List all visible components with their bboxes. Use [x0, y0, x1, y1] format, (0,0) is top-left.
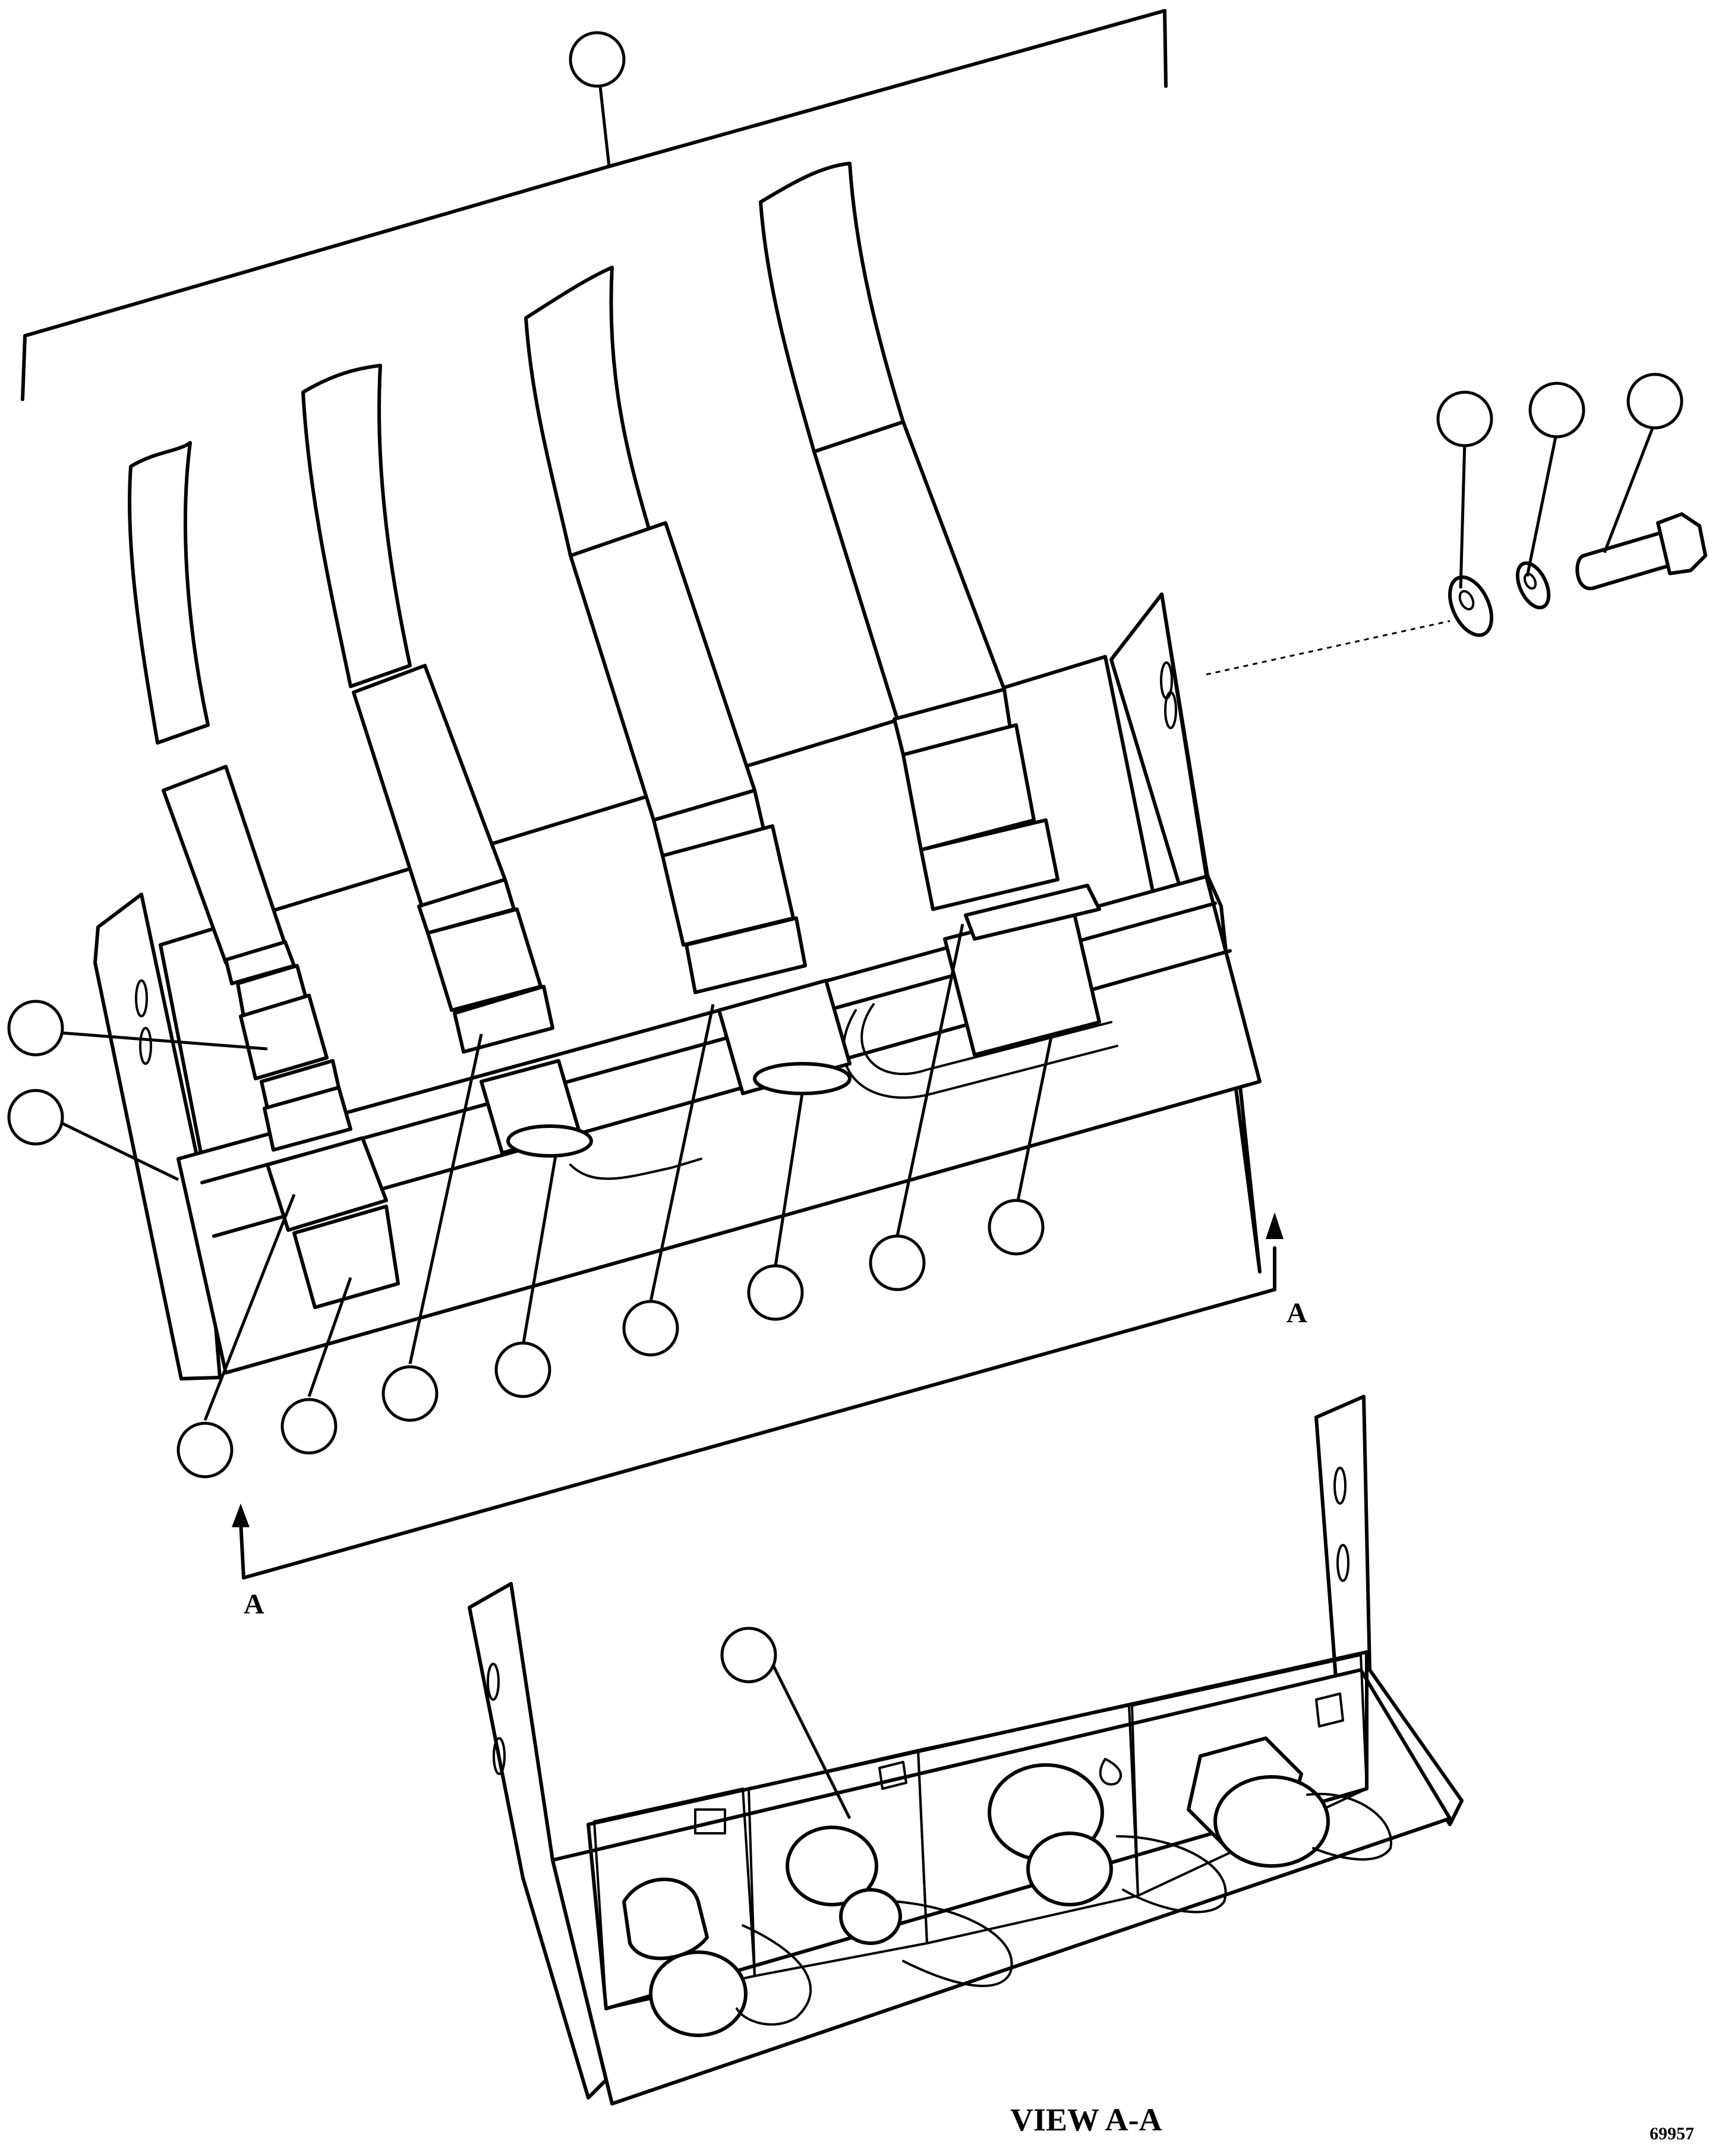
callout-circle-9: [381, 1365, 439, 1422]
callout-circle-1: [569, 31, 626, 88]
washer-1: [1448, 575, 1493, 637]
view-title: VIEW A-A: [1010, 2102, 1162, 2138]
view-a-a-bracket: [468, 1395, 1464, 2105]
callout-leaders: [58, 421, 1657, 1820]
callout-circle-10: [494, 1341, 551, 1398]
hose-4: [759, 162, 1060, 911]
section-label-end: A: [244, 1588, 264, 1620]
callout-circle-7: [176, 1421, 234, 1479]
callout-circle-11: [622, 1300, 679, 1357]
section-label-start: A: [1287, 1297, 1307, 1329]
hose-2: [301, 364, 554, 1054]
callout-circle-13: [869, 1234, 926, 1291]
hose-3: [524, 266, 807, 994]
callout-circle-3: [1528, 382, 1585, 439]
callout-circle-15: [720, 1627, 777, 1684]
hose-assembly-bracket: [21, 9, 1168, 401]
callout-circle-2: [1436, 390, 1493, 447]
callout-circle-8: [280, 1398, 338, 1455]
washer-2: [1515, 561, 1551, 610]
callout-circle-6: [7, 1089, 64, 1146]
bolt: [1575, 512, 1707, 591]
callout-circle-4: [1626, 373, 1683, 430]
callout-circle-5: [7, 1000, 64, 1057]
drawing-number: 69957: [1650, 2124, 1694, 2144]
callout-circle-12: [747, 1264, 804, 1321]
callout-circle-14: [988, 1199, 1045, 1256]
hose-1: [128, 441, 352, 1152]
coupler-caps: [266, 884, 1101, 1309]
section-line: [232, 1212, 1284, 1580]
